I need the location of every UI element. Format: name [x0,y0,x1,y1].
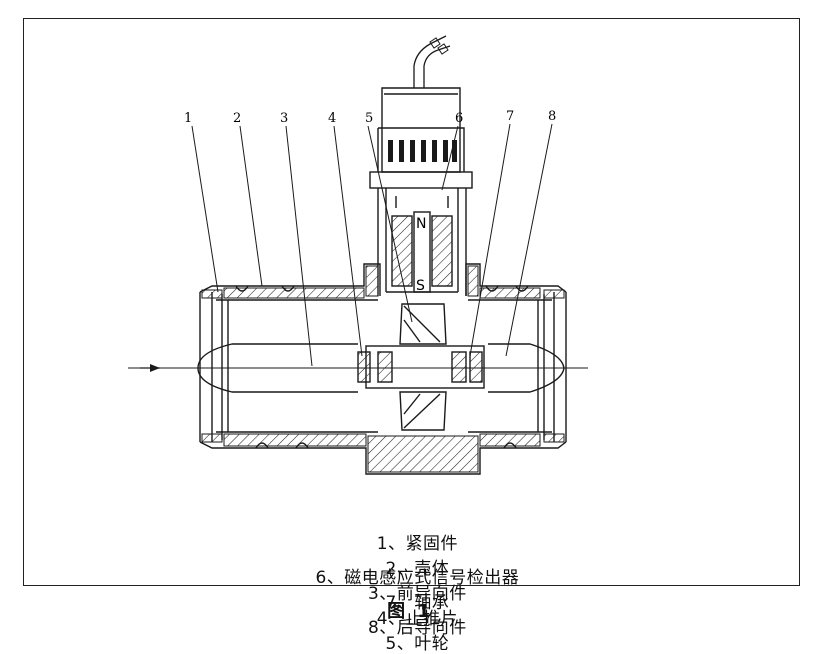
detector-body [377,188,467,296]
callout-5: 5 [365,111,373,126]
fastener-hatch-tr [543,289,565,299]
detector-slots [388,140,457,162]
callout-8: 8 [548,109,556,124]
boss-hatch-top-left [365,265,379,297]
detector-flange [369,171,473,189]
body-wall-hatch-top-right [479,287,541,299]
thrust-plate-left [357,351,371,383]
leader-lines [191,123,553,367]
coil-left [391,215,413,287]
body-wall-hatch-bottom-right [479,433,541,447]
legend-item-thrust-plate: 4、止推片 [376,609,459,629]
callout-numbers: 1 2 3 4 5 6 7 8 [184,109,556,126]
legend-item-fastener: 1、紧固件 [376,534,459,554]
pole-south: S [416,278,425,294]
legend-item-bearing: 7、轴承 [385,593,450,613]
bearing-right [469,351,483,383]
fastener-hatch-tl [201,289,223,299]
pole-north: N [416,216,426,232]
callout-3: 3 [280,111,288,126]
callout-4: 4 [328,111,336,126]
cable [413,35,447,88]
callout-2: 2 [233,111,241,126]
callout-7: 7 [506,109,514,124]
body-wall-hatch-top-left [223,287,365,299]
legend-item-front-guide: 3、前导向件 [367,584,467,604]
callout-6: 6 [455,111,463,126]
callout-1: 1 [184,111,192,126]
figure-frame [23,18,800,586]
fastener-hatch-bl [201,433,223,443]
boss-hatch-bottom [367,435,479,473]
legend-item-housing: 2、壳体 [385,559,450,579]
fastener-hatch-br [543,433,565,443]
impeller-blade-top [399,303,447,345]
magnet [413,211,431,293]
coil-right [431,215,453,287]
figure-caption: 图 1 [387,601,433,622]
impeller-blade-bottom [399,391,447,431]
body-bottom-wall [199,441,567,475]
turbine-flowmeter-cross-section: N S 1 2 3 4 5 6 7 8 [128,35,588,475]
legend-item-signal-detector: 6、磁电感应式信号检出器 [315,568,520,588]
boss-hatch-top-right [467,265,479,297]
legend-line-2: 6、磁电感应式信号检出器 7、轴承 8、后导向件 [23,543,800,638]
body-wall-hatch-bottom-left [223,433,367,447]
